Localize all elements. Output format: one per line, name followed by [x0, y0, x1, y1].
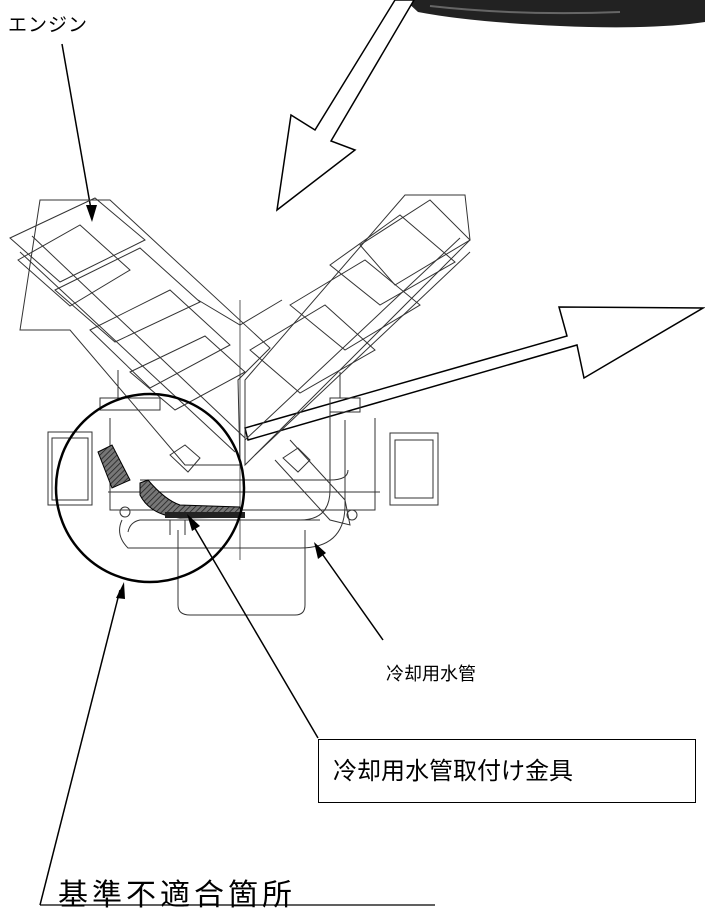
hollow-arrow-top: [275, 0, 415, 212]
engine-outline: [9, 194, 471, 616]
nonconforming-circle: [54, 392, 246, 584]
nonconforming-leader: [39, 589, 121, 906]
pipe-leader: [317, 547, 384, 641]
bracket-left-plate: [97, 444, 131, 489]
nonconforming-location-label: 基準不適合箇所: [58, 878, 296, 913]
engine-leader: [61, 43, 93, 216]
bracket-leader: [189, 519, 319, 739]
cooling-pipe-bracket-label: 冷却用水管取付け金具: [318, 739, 696, 803]
engine-label: エンジン: [8, 14, 89, 36]
cooling-pipe-label: 冷却用水管: [386, 664, 476, 685]
hollow-arrow-right: [244, 306, 705, 441]
